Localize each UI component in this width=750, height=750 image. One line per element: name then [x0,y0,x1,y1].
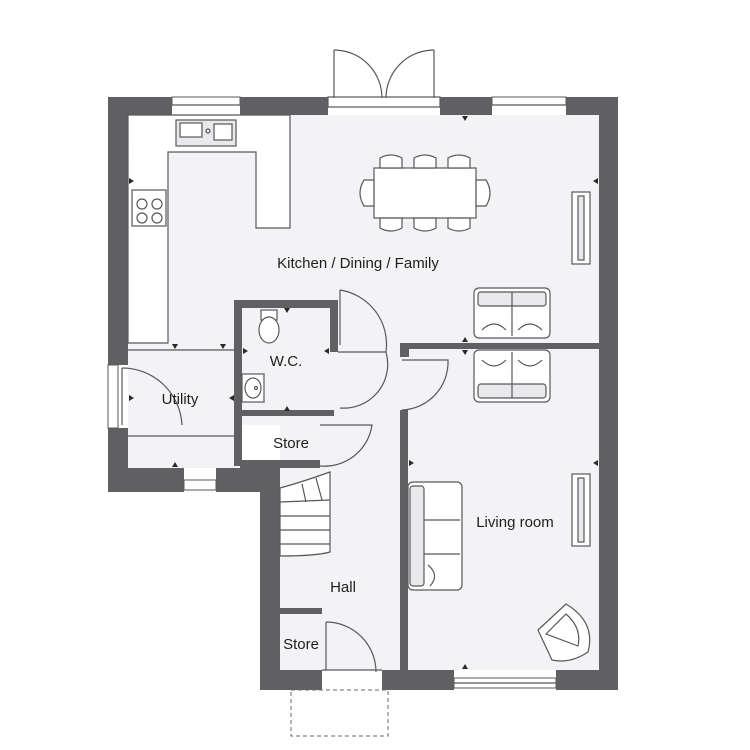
basin-icon [241,373,265,403]
hob-icon [131,189,167,227]
dining-table-icon [359,154,491,232]
sofa-icon [473,287,551,339]
room-label-kitchen: Kitchen / Dining / Family [277,255,439,272]
room-label-wc: W.C. [270,353,303,370]
windows [107,96,567,689]
armchair-icon [537,603,591,662]
doors [121,289,449,737]
kitchen-worktops [127,114,291,437]
patio-doors [327,49,441,108]
room-label-hall: Hall [330,579,356,596]
sink-icon [175,119,237,147]
walls [108,97,618,690]
sofa-icon [407,481,463,591]
tv-icon [571,191,591,265]
room-label-living: Living room [476,514,554,531]
sofa-icon [473,349,551,403]
staircase-icon [279,471,331,557]
toilet-icon [258,309,280,344]
room-label-utility: Utility [162,391,199,408]
room-label-store-lower: Store [283,636,319,653]
dimension-markers [129,116,598,669]
tv-icon [571,473,591,547]
room-label-store-upper: Store [273,435,309,452]
